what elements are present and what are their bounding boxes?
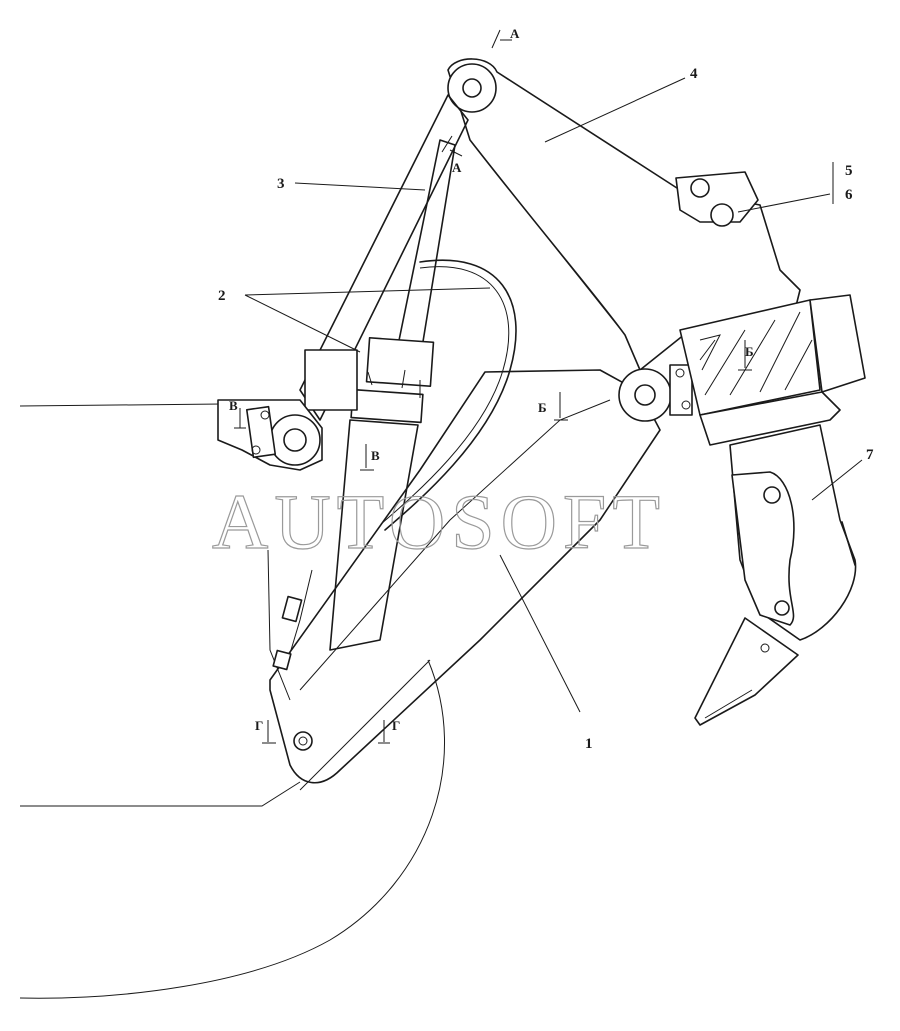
callout-1: 1 bbox=[585, 736, 593, 752]
bracket-hole-top bbox=[690, 178, 710, 198]
right-clamp-bolt-1 bbox=[675, 368, 685, 378]
blade-curve bbox=[19, 659, 446, 999]
hydraulic-hose-outer bbox=[384, 259, 517, 531]
callout-6: 6 bbox=[845, 187, 853, 203]
right-clamp-bolt-2 bbox=[681, 400, 691, 410]
callout-5: 5 bbox=[845, 163, 853, 179]
hydraulic-hose-inner bbox=[380, 266, 510, 525]
main-frame-inner bbox=[299, 399, 611, 691]
svg-text:А: А bbox=[510, 26, 520, 41]
leader-2b bbox=[244, 287, 491, 296]
ripper-tooth-edge bbox=[704, 689, 753, 719]
leader-5-6-arrow bbox=[737, 193, 831, 213]
svg-text:А: А bbox=[452, 160, 462, 175]
cylinder-flange-marks bbox=[367, 369, 421, 398]
ripper-shank-back-edge bbox=[841, 521, 856, 566]
section-marker-a-mid: А bbox=[441, 135, 463, 175]
svg-text:Г: Г bbox=[392, 718, 400, 733]
section-marker-v-mid: В bbox=[360, 444, 380, 471]
main-frame-1 bbox=[269, 369, 661, 784]
leader-4 bbox=[544, 77, 686, 143]
leader-7 bbox=[811, 459, 863, 501]
upper-link-4-edge bbox=[469, 139, 626, 336]
svg-text:Г: Г bbox=[255, 718, 263, 733]
callout-4: 4 bbox=[690, 66, 698, 82]
tooth-pin bbox=[760, 643, 770, 653]
left-pivot-inner bbox=[283, 428, 307, 452]
frame-lower-edge bbox=[299, 659, 431, 791]
watermark-text: AUTOSOFT bbox=[212, 478, 666, 565]
ripper-holder-hatch bbox=[699, 311, 813, 396]
shank-hole-bottom bbox=[774, 600, 790, 616]
leader-2a bbox=[244, 294, 361, 353]
section-marker-g-right: Г bbox=[378, 718, 400, 744]
hose-fitting bbox=[281, 595, 303, 623]
shank-hole-top bbox=[763, 486, 781, 504]
ripper-holder-box bbox=[679, 299, 821, 416]
ripper-tooth bbox=[694, 617, 799, 726]
right-pivot-inner bbox=[634, 384, 656, 406]
svg-text:В: В bbox=[371, 448, 380, 463]
section-marker-v-left: В bbox=[229, 398, 246, 429]
top-pivot-inner bbox=[462, 78, 482, 98]
side-mount-plate bbox=[304, 349, 358, 411]
svg-text:В: В bbox=[229, 398, 238, 413]
cylinder-2-rod bbox=[329, 419, 419, 651]
right-clamp-plate bbox=[669, 364, 693, 416]
ripper-boot bbox=[731, 471, 795, 626]
svg-text:Б: Б bbox=[538, 400, 547, 415]
left-clamp-bolt-1 bbox=[260, 410, 270, 420]
bracket-hole-bottom bbox=[710, 203, 734, 227]
ripper-holder-side bbox=[809, 294, 866, 393]
bottom-pivot-inner bbox=[298, 736, 308, 746]
bottom-pivot-outer bbox=[293, 731, 313, 751]
cylinder-collar-top bbox=[365, 337, 435, 387]
hose-fitting-lower bbox=[272, 649, 292, 671]
leader-3 bbox=[294, 182, 426, 191]
callout-2: 2 bbox=[218, 288, 226, 304]
svg-text:Б: Б bbox=[745, 344, 754, 359]
blade-outline bbox=[20, 781, 301, 807]
ripper-holder-lower bbox=[699, 391, 841, 446]
section-marker-a-top: А bbox=[491, 26, 520, 49]
callout-7: 7 bbox=[866, 447, 874, 463]
callout-3: 3 bbox=[277, 176, 285, 192]
frame-left-line bbox=[19, 403, 223, 407]
section-marker-b-block: Б bbox=[738, 340, 754, 371]
section-marker-b-right: Б bbox=[538, 392, 568, 421]
left-clamp-plate bbox=[245, 405, 277, 459]
cylinder-collar-bottom bbox=[350, 388, 424, 424]
left-clamp-bolt-2 bbox=[251, 445, 261, 455]
section-marker-g-left: Г bbox=[255, 718, 276, 744]
small-hydraulic-line bbox=[267, 549, 313, 701]
leader-1 bbox=[499, 554, 581, 713]
